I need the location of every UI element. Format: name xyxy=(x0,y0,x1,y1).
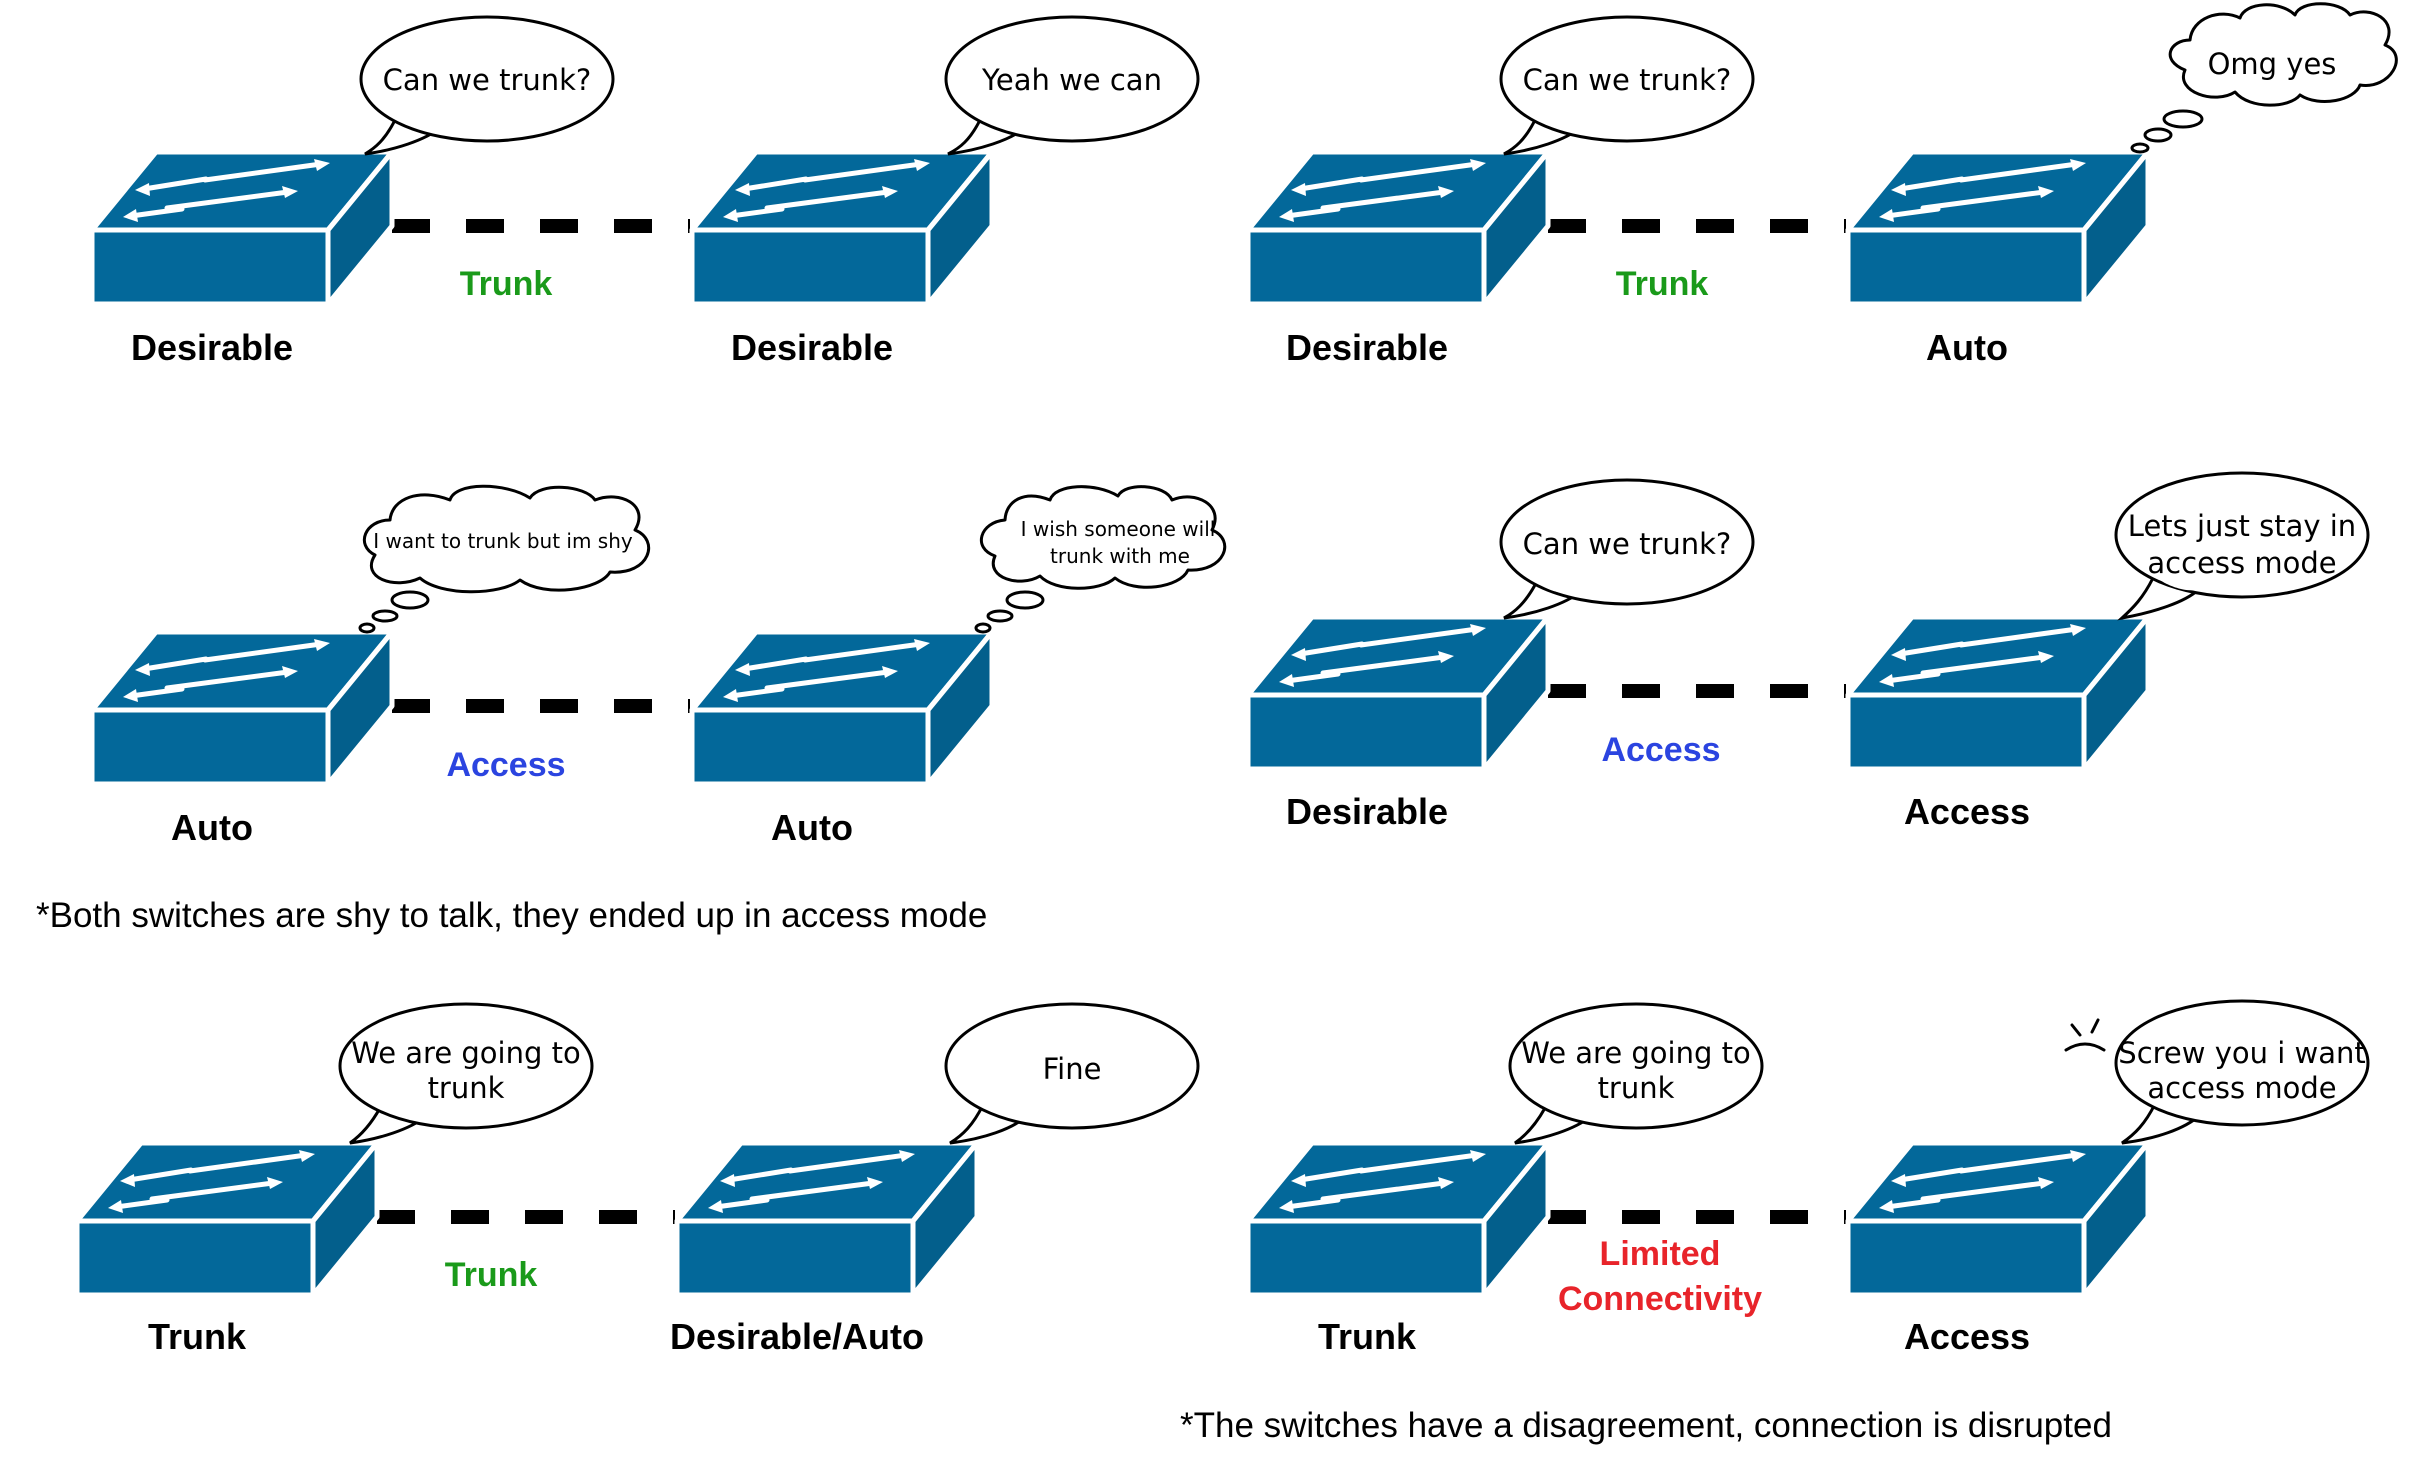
right-speech-bubble: Fine xyxy=(944,1002,1200,1145)
left-speech-bubble: Can we trunk? xyxy=(359,15,615,156)
link-status-label: Access xyxy=(446,746,565,784)
right-mode-label: Desirable/Auto xyxy=(670,1316,924,1357)
right-switch-icon xyxy=(1848,617,2148,769)
right-switch-icon xyxy=(692,152,992,304)
left-mode-label: Desirable xyxy=(131,327,293,368)
link-status-label: Trunk xyxy=(445,1256,538,1294)
scenario-trunk-access: Limited Connectivity Trunk Access We are… xyxy=(1248,999,2370,1357)
link-status-label: Access xyxy=(1601,731,1720,769)
left-mode-label: Desirable xyxy=(1286,791,1448,832)
left-switch-icon xyxy=(77,1143,377,1295)
scenario-desirable-desirable: Trunk Desirable Desirable Can we trunk? … xyxy=(92,15,1200,368)
right-bubble-text-line-1: Screw you i want xyxy=(2118,1036,2365,1070)
left-switch-icon xyxy=(1248,1143,1548,1295)
left-switch-icon xyxy=(92,152,392,304)
left-speech-bubble: Can we trunk? xyxy=(1499,478,1755,620)
left-bubble-text-line-2: trunk xyxy=(1598,1071,1675,1105)
right-bubble-text: Fine xyxy=(1043,1052,1102,1086)
right-mode-label: Auto xyxy=(1926,327,2008,368)
right-bubble-text-line-2: access mode xyxy=(2147,546,2336,580)
left-speech-bubble: Can we trunk? xyxy=(1499,15,1755,156)
scenario-trunk-desirable-auto: Trunk Trunk Desirable/Auto We are going … xyxy=(77,1002,1200,1357)
link-status-label-line-2: Connectivity xyxy=(1558,1280,1762,1318)
scenario-auto-auto: Access Auto Auto I want to trunk but im … xyxy=(92,484,1227,848)
left-switch-icon xyxy=(1248,152,1548,304)
anger-mark-icon xyxy=(2064,1018,2106,1052)
left-bubble-text-line-1: We are going to xyxy=(1521,1036,1750,1070)
left-bubble-text: I want to trunk but im shy xyxy=(373,529,633,553)
left-mode-label: Trunk xyxy=(148,1316,247,1357)
right-mode-label: Access xyxy=(1904,791,2030,832)
left-mode-label: Auto xyxy=(171,807,253,848)
scenario-desirable-auto: Trunk Desirable Auto Can we trunk? Omg y… xyxy=(1248,2,2398,368)
left-bubble-text: Can we trunk? xyxy=(383,63,592,97)
right-bubble-text-line-2: access mode xyxy=(2147,1071,2336,1105)
right-bubble-text-line-1: I wish someone will xyxy=(1021,517,1216,541)
link-status-label: Trunk xyxy=(1616,265,1709,303)
right-speech-bubble: Yeah we can xyxy=(944,15,1200,156)
link-status-label-line-1: Limited xyxy=(1600,1235,1721,1273)
note-trunk-access: *The switches have a disagreement, conne… xyxy=(1180,1406,2112,1445)
left-bubble-text: Can we trunk? xyxy=(1523,527,1732,561)
left-switch-icon xyxy=(92,632,392,784)
right-switch-icon xyxy=(677,1143,977,1295)
left-bubble-text-line-1: We are going to xyxy=(351,1036,580,1070)
right-switch-icon xyxy=(692,632,992,784)
left-thought-bubble: I want to trunk but im shy xyxy=(358,484,651,634)
right-thought-bubble: Omg yes xyxy=(2130,2,2398,154)
left-switch-icon xyxy=(1248,617,1548,769)
right-speech-bubble: Screw you i want access mode xyxy=(2114,999,2370,1145)
right-bubble-text-line-2: trunk with me xyxy=(1050,544,1190,568)
left-speech-bubble: We are going to trunk xyxy=(338,1002,594,1145)
right-mode-label: Desirable xyxy=(731,327,893,368)
right-mode-label: Access xyxy=(1904,1316,2030,1357)
left-bubble-text-line-2: trunk xyxy=(428,1071,505,1105)
left-mode-label: Desirable xyxy=(1286,327,1448,368)
link-status-label: Trunk xyxy=(460,265,553,303)
left-speech-bubble: We are going to trunk xyxy=(1508,1002,1764,1145)
right-switch-icon xyxy=(1848,152,2148,304)
right-bubble-text: Yeah we can xyxy=(981,63,1162,97)
scenario-desirable-access: Access Desirable Access Can we trunk? Le… xyxy=(1248,471,2370,832)
right-mode-label: Auto xyxy=(771,807,853,848)
note-auto-auto: *Both switches are shy to talk, they end… xyxy=(36,896,987,935)
right-bubble-text-line-1: Lets just stay in xyxy=(2128,509,2356,543)
right-bubble-text: Omg yes xyxy=(2208,47,2337,81)
left-mode-label: Trunk xyxy=(1318,1316,1417,1357)
left-bubble-text: Can we trunk? xyxy=(1523,63,1732,97)
right-speech-bubble: Lets just stay in access mode xyxy=(2114,471,2370,621)
right-switch-icon xyxy=(1848,1143,2148,1295)
right-thought-bubble: I wish someone will trunk with me xyxy=(974,485,1227,634)
